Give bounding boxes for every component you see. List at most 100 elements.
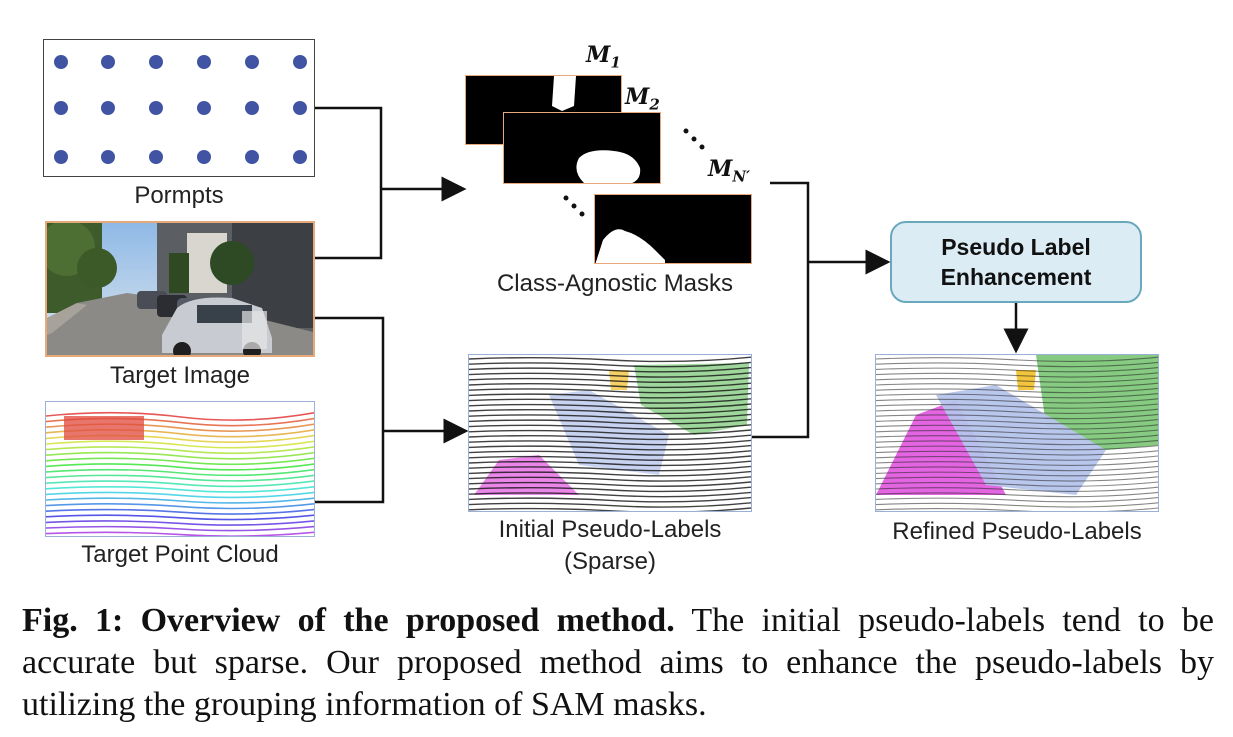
point-cloud-image: [46, 411, 314, 536]
target-image-label: Target Image: [109, 362, 251, 389]
enhancement-line1: Pseudo Label: [941, 234, 1091, 260]
mask-1-label: M1: [586, 42, 621, 72]
mask-2: [503, 112, 661, 184]
scan-line: [876, 387, 1158, 394]
refined-pseudo-labels-image: [876, 355, 1158, 511]
scan-line: [469, 434, 751, 441]
scan-line: [46, 485, 314, 493]
road-region: [876, 400, 1006, 495]
scan-line: [876, 455, 1158, 461]
scan-line: [46, 440, 314, 449]
scan-line: [876, 403, 1158, 409]
ellipsis-dots-1: [683, 128, 705, 150]
target-image: [45, 221, 315, 357]
scan-line: [876, 471, 1158, 477]
scan-line: [46, 468, 314, 477]
prompt-point: [149, 150, 163, 164]
prompts-label: Pormpts: [134, 182, 224, 209]
scan-line: [469, 455, 751, 461]
scan-line: [469, 418, 751, 425]
scan-line: [876, 476, 1158, 482]
scan-line: [876, 361, 1158, 368]
initial-pseudo-labels: [468, 354, 752, 512]
scan-line: [469, 387, 751, 394]
scan-line: [469, 444, 751, 451]
scan-line: [469, 460, 751, 467]
prompt-point: [197, 55, 211, 69]
scan-line: [46, 451, 314, 460]
figure-caption: Fig. 1: Overview of the proposed method.…: [22, 600, 1214, 726]
scan-line: [46, 508, 314, 515]
prompts-panel: [43, 39, 315, 177]
scan-line: [876, 481, 1158, 487]
scan-line: [469, 507, 751, 511]
scan-line: [46, 514, 314, 521]
scan-line: [876, 367, 1158, 373]
scan-line: [469, 476, 751, 482]
scan-line: [876, 497, 1158, 503]
scan-line: [876, 413, 1158, 420]
scan-line: [469, 372, 751, 378]
prompt-point: [54, 101, 68, 115]
enhancement-line2: Enhancement: [940, 264, 1092, 290]
scan-line: [469, 491, 751, 498]
street-scene-image: [47, 223, 313, 355]
target-point-cloud: [45, 401, 315, 537]
scan-line: [46, 411, 314, 421]
prompt-point: [54, 55, 68, 69]
refined-pseudo-labels: [875, 354, 1159, 512]
mask-2-label: M2: [625, 84, 660, 114]
prompt-point: [101, 101, 115, 115]
near-object-points: [64, 416, 144, 440]
scan-line: [876, 424, 1158, 430]
scan-line: [46, 520, 314, 526]
prompt-point: [54, 150, 68, 164]
initial-pseudo-labels-image: [469, 355, 751, 511]
scan-line: [469, 392, 751, 399]
scan-line: [876, 382, 1158, 388]
scan-line: [469, 413, 751, 420]
scan-line: [469, 450, 751, 456]
scan-line: [46, 474, 314, 482]
scan-line: [469, 366, 751, 373]
mask-n: [594, 194, 752, 264]
target-point-cloud-label: Target Point Cloud: [81, 541, 279, 568]
prompt-grid: [54, 55, 307, 164]
prompt-point: [293, 150, 307, 164]
caption-bold: Fig. 1: Overview of the proposed method.: [22, 602, 675, 639]
scan-line: [876, 450, 1158, 456]
class-agnostic-masks-label: Class-Agnostic Masks: [496, 270, 734, 297]
prompt-point: [197, 101, 211, 115]
scan-line: [469, 382, 751, 389]
scan-line: [469, 398, 751, 404]
scan-line: [46, 480, 314, 488]
initial-pseudo-labels-label-line1: Initial Pseudo-Labels: [498, 516, 722, 543]
scan-line: [469, 470, 751, 477]
prompt-point: [197, 150, 211, 164]
scan-line: [469, 439, 751, 446]
prompt-point: [245, 150, 259, 164]
caption-text: The initial pseudo-labels tend to be acc…: [22, 602, 1215, 723]
mask-2-shape: [576, 150, 641, 183]
scan-line: [469, 424, 751, 430]
scan-line: [876, 434, 1158, 440]
scan-line: [876, 507, 1158, 511]
refined-pseudo-labels-label: Refined Pseudo-Labels: [892, 518, 1142, 545]
scan-line: [876, 439, 1158, 446]
scan-line: [876, 356, 1158, 362]
scan-line: [876, 486, 1158, 492]
scan-line: [46, 525, 314, 532]
scan-line: [469, 481, 751, 487]
prompt-point: [149, 55, 163, 69]
scan-line: [46, 497, 314, 504]
road-region: [474, 455, 579, 495]
scan-line: [469, 377, 751, 383]
prompt-point: [149, 101, 163, 115]
scan-line: [469, 408, 751, 415]
pseudo-label-enhancement-box: Pseudo Label Enhancement: [890, 221, 1142, 303]
scan-line: [469, 465, 751, 472]
connectors: [315, 106, 1029, 504]
sign-region: [609, 370, 629, 390]
mask-n-shape: [595, 229, 665, 263]
prompt-point: [245, 101, 259, 115]
